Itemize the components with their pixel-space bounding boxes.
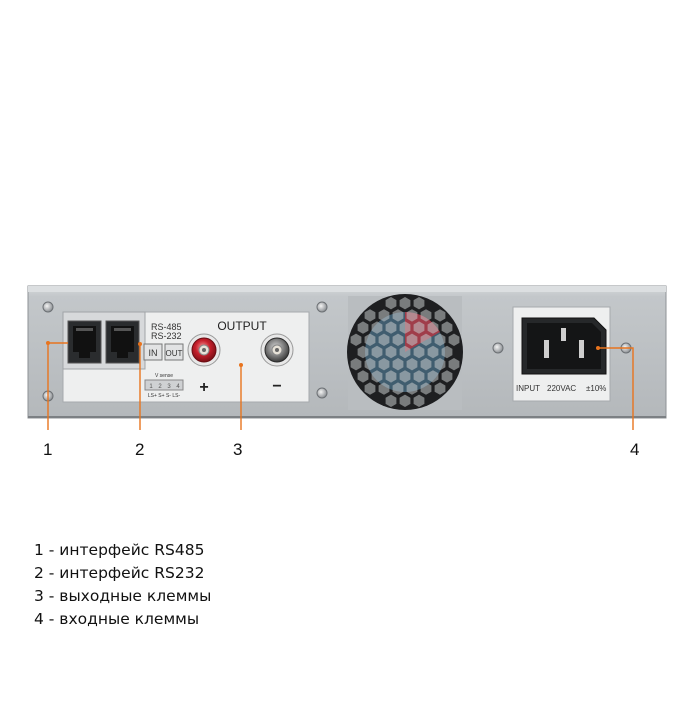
fan-hole (406, 333, 418, 346)
fan-hole (441, 370, 453, 383)
rs485-port (67, 320, 102, 364)
fan-hole (441, 345, 453, 359)
fan-hole (378, 333, 390, 346)
tolerance-label: ±10% (586, 384, 606, 393)
iec-power-inlet (521, 317, 607, 375)
minus-sign: − (272, 378, 281, 395)
legend-item-rs232: 2 - интерфейс RS232 (34, 564, 205, 582)
fan-hole (364, 382, 376, 395)
fan-hole (364, 333, 376, 346)
fan-hole (399, 370, 411, 383)
callout-2: 2 (135, 440, 145, 459)
fan-hole (364, 358, 376, 371)
fan-hole (434, 358, 446, 371)
fan-hole (420, 309, 432, 322)
fan-hole (399, 394, 411, 407)
fan-hole (399, 297, 411, 310)
fan-hole (413, 321, 425, 334)
rs232-label: RS-232 (151, 331, 182, 341)
screw (42, 301, 54, 313)
fan-hole (350, 333, 362, 346)
legend-item-rs485: 1 - интерфейс RS485 (34, 541, 205, 559)
fan-hole (357, 370, 369, 383)
svg-text:2: 2 (158, 384, 162, 390)
fan-hole (448, 333, 460, 346)
plus-sign: + (199, 379, 208, 396)
fan-hole (392, 382, 404, 395)
voltage-label: 220VAC (547, 384, 576, 393)
fan-hole (357, 345, 369, 359)
svg-text:OUT: OUT (166, 349, 183, 358)
fan-hole (371, 321, 383, 334)
fan-hole (406, 309, 418, 322)
in-button[interactable]: IN (143, 343, 163, 361)
fan-hole (413, 297, 425, 310)
svg-text:4: 4 (176, 384, 180, 390)
fan-hole (413, 345, 425, 359)
fan-hex-holes (350, 297, 460, 407)
screw (316, 387, 328, 399)
callout-4: 4 (630, 440, 640, 459)
rs232-port (105, 320, 140, 364)
fan-hole (399, 321, 411, 334)
fan-hole (434, 333, 446, 346)
legend-item-output-terminals: 3 - выходные клеммы (34, 587, 212, 605)
fan-hole (434, 309, 446, 322)
legend-item-input-terminals: 4 - входные клеммы (34, 610, 200, 628)
fan-hole (392, 333, 404, 346)
input-label: INPUT (516, 384, 540, 393)
fan-hole (385, 394, 397, 407)
fan-hole (434, 382, 446, 395)
negative-output-terminal (260, 333, 294, 367)
fan-hole (371, 345, 383, 359)
fan-hole (364, 309, 376, 322)
fan-hole (427, 345, 439, 359)
vsense-label: V sense (155, 373, 173, 379)
callout-lines (47, 342, 634, 430)
svg-text:IN: IN (149, 348, 158, 358)
fan-hole (371, 370, 383, 383)
fan-hole (406, 382, 418, 395)
fan-hole (385, 345, 397, 359)
output-label: OUTPUT (217, 319, 267, 333)
vsense-signal-labels: LS+ S+ S- LS- (148, 393, 181, 399)
svg-text:3: 3 (167, 384, 171, 390)
fan-hole (392, 309, 404, 322)
fan-hole (350, 358, 362, 371)
fan-hole (392, 358, 404, 371)
fan-hole (413, 394, 425, 407)
fan-hole (420, 382, 432, 395)
legend: 1 - интерфейс RS485 2 - интерфейс RS232 … (34, 539, 211, 631)
fan-hole (378, 309, 390, 322)
fan-hole (427, 321, 439, 334)
callout-3: 3 (233, 440, 243, 459)
fan-hole (378, 382, 390, 395)
fan-hole (357, 321, 369, 334)
fan-hole (448, 358, 460, 371)
svg-text:1: 1 (149, 384, 153, 390)
screw (316, 301, 328, 313)
fan-grille (347, 294, 463, 410)
screw (492, 342, 504, 354)
rs485-label: RS-485 (151, 322, 182, 332)
positive-output-terminal (187, 333, 221, 367)
fan-hole (420, 358, 432, 371)
fan-hole (385, 370, 397, 383)
fan-hole (385, 297, 397, 310)
fan-hole (420, 333, 432, 346)
fan-hole (399, 345, 411, 359)
callout-1: 1 (43, 440, 53, 459)
fan-hole (441, 321, 453, 334)
fan-hole (378, 358, 390, 371)
fan-hole (413, 370, 425, 383)
vsense-terminal-block: 1 2 3 4 (144, 379, 184, 391)
callout-line-4 (598, 347, 634, 430)
fan-hole (385, 321, 397, 334)
fan-hole (427, 370, 439, 383)
callout-dots (46, 341, 600, 367)
fan-hole (406, 358, 418, 371)
out-button[interactable]: OUT (164, 343, 184, 361)
